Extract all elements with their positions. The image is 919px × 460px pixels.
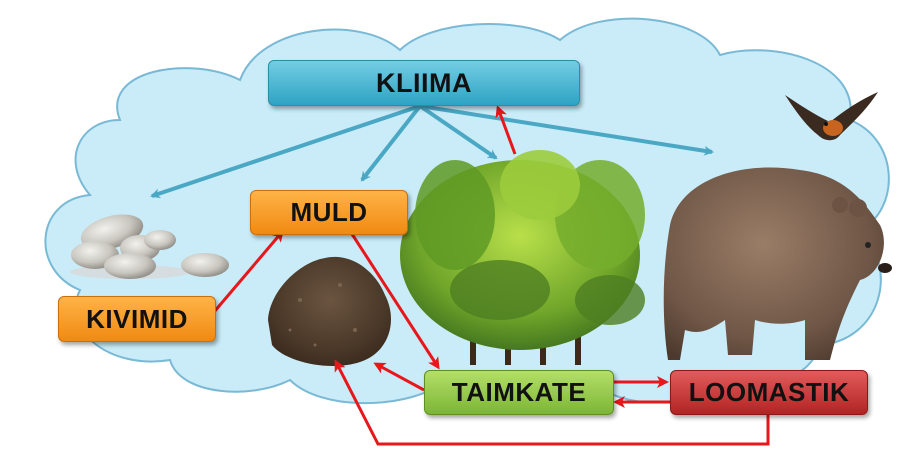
arrow-climate-to-soil [360,104,422,182]
arrow-rocks-to-soil [212,229,284,313]
plant-bush-image [400,150,645,365]
vegetation-box: TAIMKATE [424,370,614,415]
arrow-climate-to-vegetation [418,104,498,160]
arrow-vegetation-to-climate [495,105,517,155]
rocks-box: KIVIMID [58,296,216,342]
fauna-box: LOOMASTIK [670,370,868,415]
soil-box: MULD [250,190,408,235]
flying-bird-image [785,92,878,141]
stones-image [70,214,229,279]
brown-bear-image [663,167,892,360]
relation-arrows [212,105,770,446]
arrow-fauna-to-soil-pile [334,359,770,446]
arrow-climate-to-fauna [419,104,714,156]
arrow-vegetation-to-soil-pile [373,362,425,392]
arrow-climate-to-rocks [150,104,421,199]
climate-box: KLIIMA [268,60,580,106]
arrow-soil-to-vegetation [350,233,440,370]
soil-pile-image [268,256,392,366]
climate-arrows [150,104,714,199]
